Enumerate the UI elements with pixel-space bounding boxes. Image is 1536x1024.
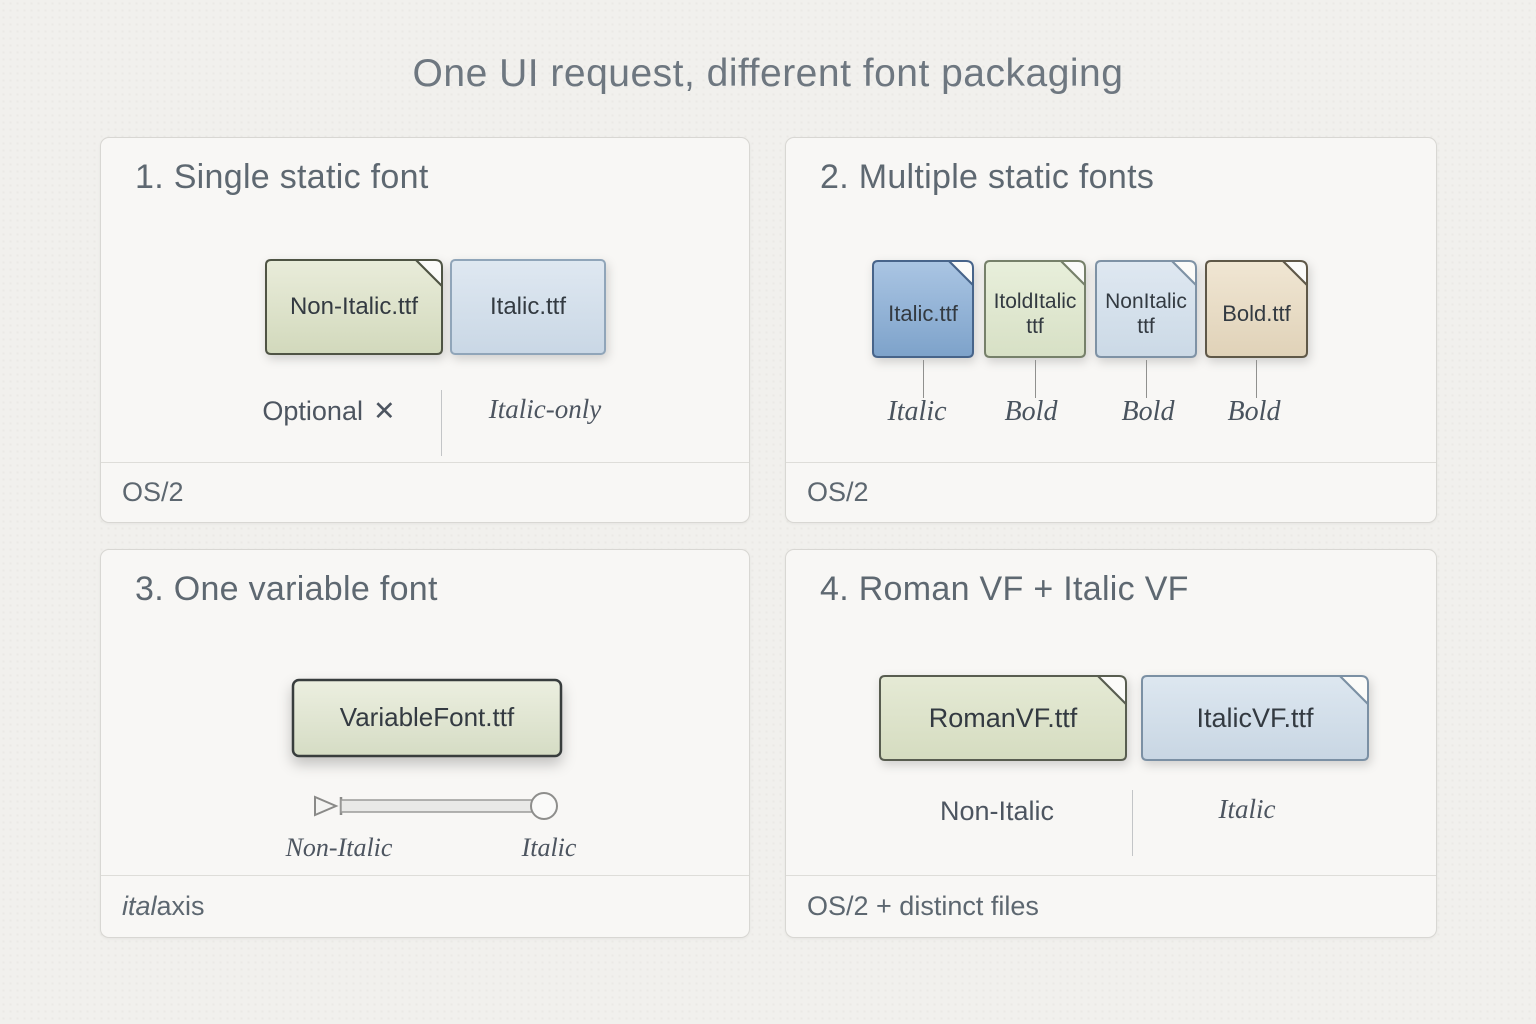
slider-glyph — [314, 792, 558, 820]
file-icon-romanvf-ttf: RomanVF.ttf — [878, 674, 1128, 762]
file-page-glyph — [984, 260, 1086, 358]
connector-line — [1035, 360, 1036, 398]
annotation-divider — [1132, 790, 1133, 856]
footer-axis-tag: ital — [122, 891, 157, 921]
slider-handle[interactable] — [530, 792, 558, 820]
file-page-glyph — [291, 678, 563, 758]
file-icon-non-italic-ttf: Non-Italic.ttf — [264, 258, 444, 356]
weight-label-bold: Bold — [1004, 396, 1058, 427]
panel-1-heading: 1. Single static font — [135, 158, 429, 196]
slider-label-non-italic: Non-Italic — [285, 833, 393, 862]
file-name: Non-Italic.ttf — [289, 292, 419, 320]
panel-2-footer: OS/2 — [786, 462, 1436, 522]
footer-label: OS/2 — [122, 477, 184, 507]
panel-multiple-static-fonts: 2. Multiple static fonts Italic.ttf Itol… — [785, 137, 1437, 523]
panel-roman-vf-italic-vf: 4. Roman VF + Italic VF RomanVF.ttf Ital… — [785, 549, 1437, 938]
file-page-glyph — [879, 675, 1127, 761]
footer-label: OS/2 — [807, 477, 869, 507]
page-title: One UI request, different font packaging — [412, 52, 1124, 95]
panel-3-footer: ital axis — [101, 875, 749, 937]
file-icon-italicvf-ttf: ItalicVF.ttf — [1140, 674, 1370, 762]
file-page-glyph — [265, 259, 443, 355]
annotation-optional: Optional ✕ — [262, 396, 395, 427]
panel-one-variable-font: 3. One variable font VariableFont.ttf No… — [100, 549, 750, 938]
footer-label: OS/2 + distinct files — [807, 891, 1039, 921]
file-icon-variablefont-ttf: VariableFont.ttf — [291, 678, 563, 758]
file-page-glyph — [1141, 675, 1369, 761]
file-name: Italic.ttf — [888, 300, 958, 326]
annotation-divider — [441, 390, 442, 456]
file-name: RomanVF.ttf — [928, 702, 1078, 733]
annotation-optional-label: Optional — [262, 396, 363, 426]
annotation-italic-only: Italic-only — [488, 394, 602, 424]
file-name: ItoldItalic ttf — [993, 289, 1077, 338]
slider-label-italic: Italic — [521, 833, 577, 862]
weight-label-bold: Bold — [1227, 396, 1281, 427]
footer-label: axis — [156, 891, 205, 921]
ital-axis-slider — [310, 788, 562, 824]
file-page-glyph — [450, 259, 606, 355]
file-name: Bold.ttf — [1222, 300, 1291, 326]
file-icon-italic-ttf: Italic.ttf — [449, 258, 607, 356]
annotation-italic: Italic — [1218, 794, 1276, 824]
panel-4-heading: 4. Roman VF + Italic VF — [820, 570, 1189, 608]
connector-line — [923, 360, 924, 398]
file-page-glyph — [1095, 260, 1197, 358]
cross-icon: ✕ — [372, 396, 396, 426]
file-icon-italic-ttf: Italic.ttf — [871, 259, 975, 359]
slider-triangle-icon — [314, 795, 339, 817]
annotation-non-italic: Non-Italic — [939, 796, 1055, 826]
file-name: VariableFont.ttf — [339, 702, 515, 733]
weight-label-italic: Italic — [887, 396, 947, 427]
connector-line — [1256, 360, 1257, 398]
panel-3-heading: 3. One variable font — [135, 570, 438, 608]
file-name: Italic.ttf — [489, 292, 567, 320]
connector-line — [1146, 360, 1147, 398]
panel-2-heading: 2. Multiple static fonts — [820, 158, 1155, 196]
panel-single-static-font: 1. Single static font Non-Italic.ttf Ita… — [100, 137, 750, 523]
file-icon-itolditalic-ttf: ItoldItalic ttf — [983, 259, 1087, 359]
weight-label-bold: Bold — [1121, 396, 1175, 427]
file-icon-nonitalic-ttf: NonItalic ttf — [1094, 259, 1198, 359]
file-name: ItalicVF.ttf — [1196, 702, 1314, 733]
slider-track — [340, 799, 544, 813]
file-icon-bold-ttf: Bold.ttf — [1204, 259, 1309, 359]
file-name: NonItalic ttf — [1105, 289, 1187, 338]
panel-4-footer: OS/2 + distinct files — [786, 875, 1436, 937]
file-page-glyph — [1205, 260, 1308, 358]
panel-1-footer: OS/2 — [101, 462, 749, 522]
file-page-glyph — [872, 260, 974, 358]
